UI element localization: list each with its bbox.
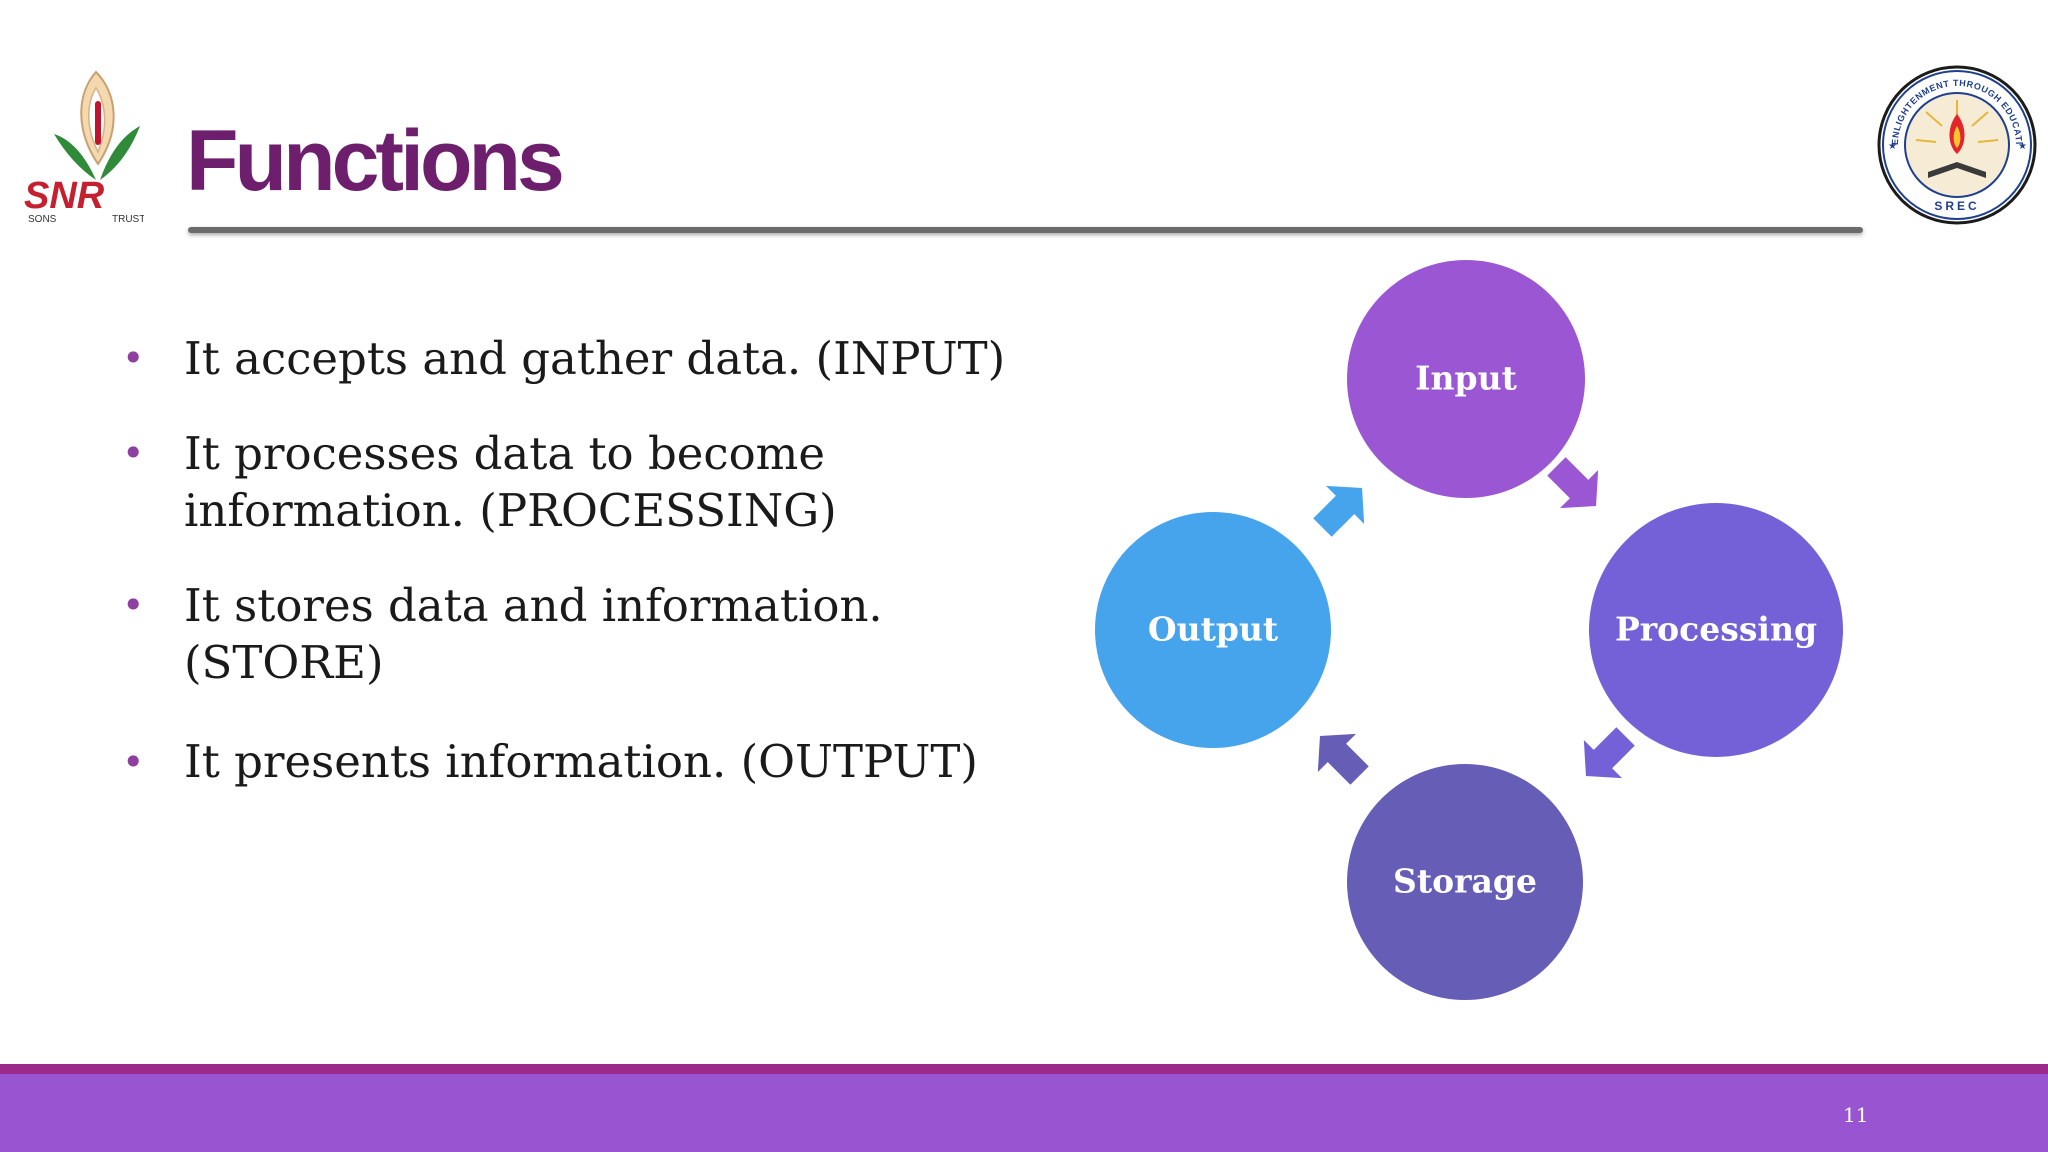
svg-text:★: ★ bbox=[2018, 141, 2027, 152]
bullet-item: It presents information. (OUTPUT) bbox=[122, 729, 1022, 795]
svg-text:SONS: SONS bbox=[28, 214, 57, 224]
page-number: 11 bbox=[1843, 1103, 1869, 1127]
storage-node bbox=[1347, 764, 1583, 1000]
arrow-icon bbox=[1547, 457, 1599, 509]
snr-logo: SNR SONS TRUST bbox=[24, 64, 144, 224]
srec-seal: ENLIGHTENMENT THROUGH EDUCATION SREC ★ ★ bbox=[1876, 64, 2038, 226]
output-label: Output bbox=[1147, 609, 1279, 649]
arrow-icon bbox=[1313, 485, 1365, 537]
snr-logo-text: SNR bbox=[24, 175, 105, 217]
arrow-icon bbox=[1583, 727, 1635, 779]
output-node bbox=[1095, 512, 1331, 748]
input-label: Input bbox=[1415, 358, 1517, 398]
bullet-item: It stores data and information. (STORE) bbox=[122, 577, 1022, 691]
processing-label: Processing bbox=[1614, 609, 1818, 649]
bullet-list: It accepts and gather data. (INPUT) It p… bbox=[122, 330, 1022, 833]
arrow-icon bbox=[1317, 733, 1369, 785]
footer-bar bbox=[0, 1074, 2048, 1152]
cycle-diagram: Input Processing Storage Output bbox=[1080, 250, 1880, 1020]
svg-text:SREC: SREC bbox=[1934, 199, 1979, 213]
storage-label: Storage bbox=[1393, 861, 1537, 901]
svg-text:★: ★ bbox=[1888, 141, 1897, 152]
footer-accent-line bbox=[0, 1064, 2048, 1074]
slide-title: Functions bbox=[186, 113, 565, 209]
bullet-item: It accepts and gather data. (INPUT) bbox=[122, 330, 1022, 387]
processing-node bbox=[1589, 503, 1843, 757]
title-divider bbox=[188, 227, 1863, 233]
input-node bbox=[1347, 260, 1585, 498]
bullet-item: It processes data to become information.… bbox=[122, 425, 1022, 539]
svg-text:TRUST: TRUST bbox=[112, 214, 144, 224]
